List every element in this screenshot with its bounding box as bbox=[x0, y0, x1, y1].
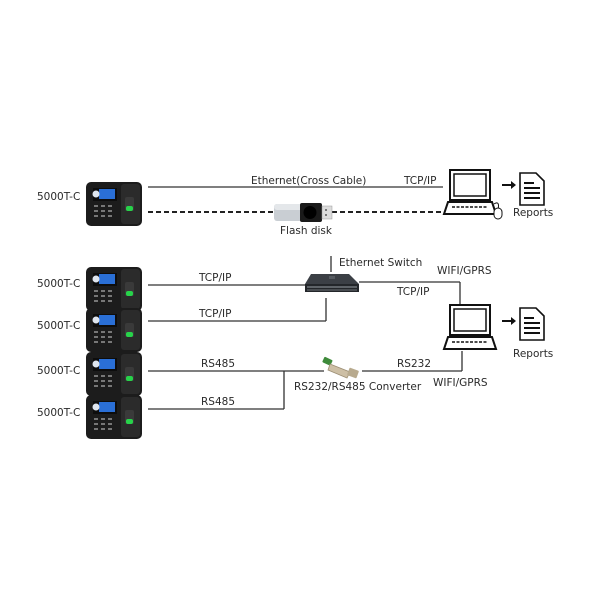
device-label: 5000T-C bbox=[37, 191, 81, 203]
attendance-terminal-icon bbox=[86, 182, 142, 226]
rs232-rs485-converter-icon bbox=[322, 356, 359, 379]
tcpip-label: TCP/IP bbox=[404, 175, 437, 187]
terminal-graphic bbox=[86, 267, 142, 311]
tcpip-link-label: TCP/IP bbox=[199, 308, 232, 320]
device-label: 5000T-C bbox=[37, 407, 81, 419]
flash-disk-label: Flash disk bbox=[280, 225, 332, 237]
ethernet-switch-icon bbox=[305, 274, 359, 292]
ethernet-cross-cable-label: Ethernet(Cross Cable) bbox=[251, 175, 367, 187]
reports-document-icon bbox=[502, 172, 545, 206]
reports-label: Reports bbox=[513, 207, 554, 219]
wifi-gprs-bottom-label: WIFI/GPRS bbox=[433, 377, 488, 389]
computer-icon bbox=[442, 304, 498, 350]
terminal-graphic bbox=[86, 395, 142, 439]
reports-label: Reports bbox=[513, 348, 554, 360]
computer-icon bbox=[442, 169, 503, 220]
rs485-link-label: RS485 bbox=[201, 396, 236, 408]
rs485-link-label: RS485 bbox=[201, 358, 236, 370]
terminal-graphic bbox=[86, 352, 142, 396]
ethernet-switch-label: Ethernet Switch bbox=[339, 257, 423, 269]
flash-disk-icon bbox=[274, 203, 333, 222]
converter-label: RS232/RS485 Converter bbox=[294, 381, 422, 393]
reports-document-icon bbox=[502, 307, 545, 341]
switch-tcpip-label: TCP/IP bbox=[397, 286, 430, 298]
device-label: 5000T-C bbox=[37, 320, 81, 332]
device-label: 5000T-C bbox=[37, 365, 81, 377]
device-label: 5000T-C bbox=[37, 278, 81, 290]
rs232-label: RS232 bbox=[397, 358, 432, 370]
wifi-gprs-top-label: WIFI/GPRS bbox=[437, 265, 492, 277]
terminal-graphic bbox=[86, 308, 142, 352]
tcpip-link-label: TCP/IP bbox=[199, 272, 232, 284]
